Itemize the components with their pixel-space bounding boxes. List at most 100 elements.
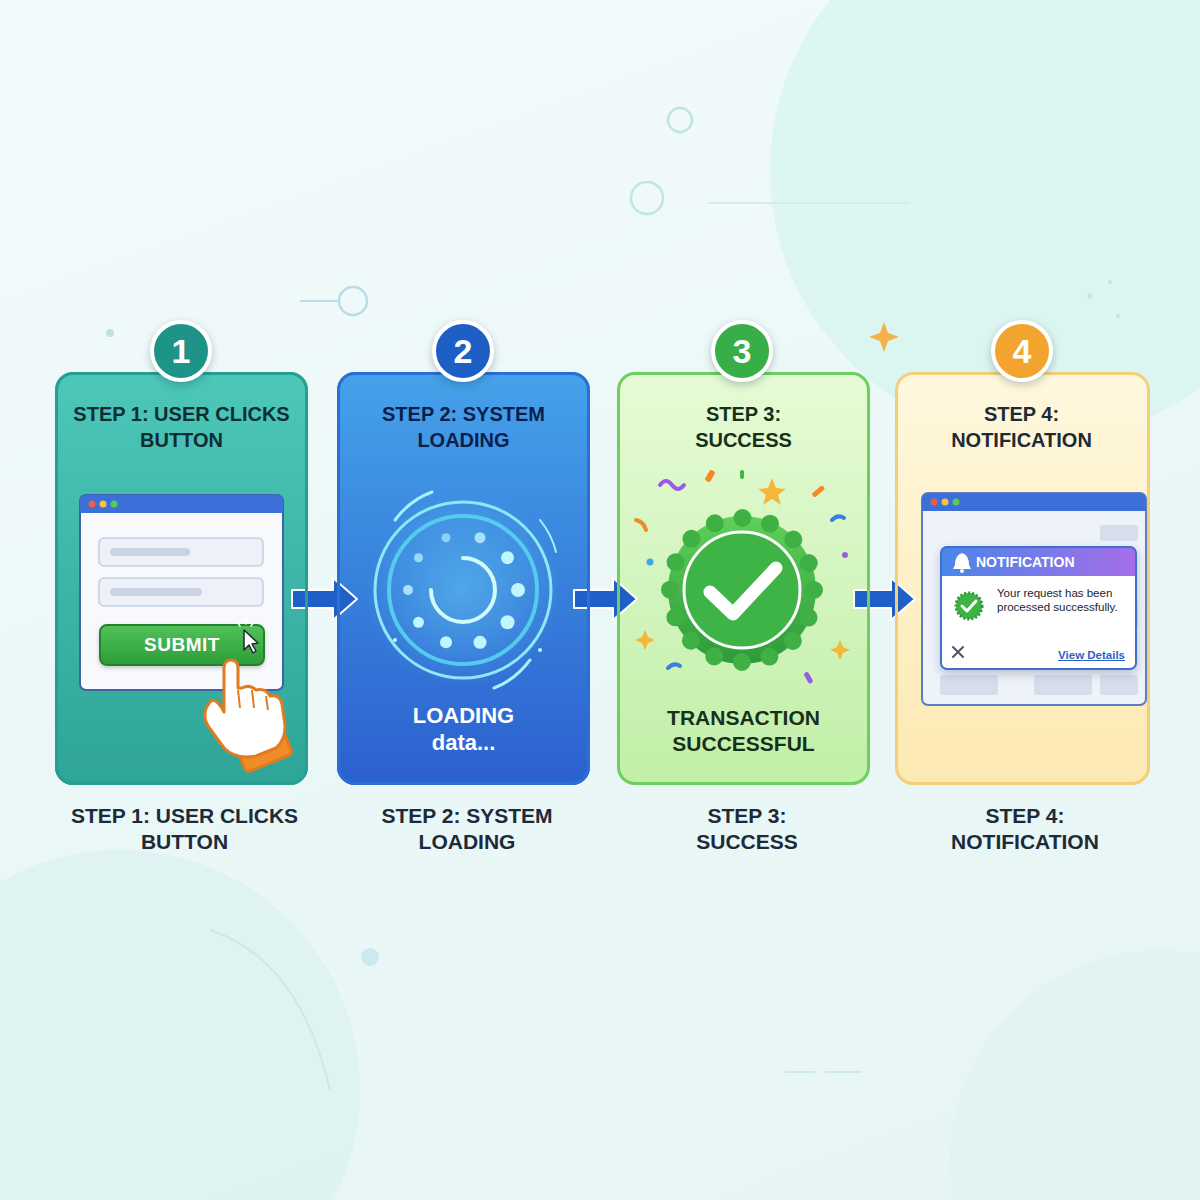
form-window <box>99 578 263 606</box>
check-badge-icon <box>956 593 982 619</box>
notification-window <box>1100 525 1138 541</box>
confetti <box>758 478 786 505</box>
background-decor <box>339 287 367 315</box>
loading-spinner <box>389 516 537 664</box>
loading-spinner <box>365 492 561 688</box>
step-caption: STEP 1: USER CLICKS BUTTON <box>48 803 321 856</box>
notification-popup: NOTIFICATIONYour request has been proces… <box>940 546 1137 670</box>
confetti <box>740 470 744 479</box>
loading-spinner <box>540 520 556 552</box>
form-window <box>80 495 283 690</box>
card-fills <box>55 372 1150 785</box>
background-decor <box>1116 314 1120 318</box>
background-decor <box>210 930 330 1090</box>
submit-button: SUBMIT <box>99 624 265 666</box>
flow-arrow <box>574 578 637 620</box>
background-decor <box>950 950 1200 1200</box>
bell-icon <box>953 553 971 569</box>
confetti <box>636 520 646 530</box>
form-window <box>110 588 202 596</box>
popup-link: View Details <box>1058 649 1125 661</box>
form-window <box>80 495 283 690</box>
confetti <box>635 630 655 650</box>
notification-window <box>931 499 938 506</box>
pointing-hand <box>238 690 268 710</box>
loading-spinner <box>475 532 486 543</box>
form-window <box>100 501 107 508</box>
loading-spinner <box>375 502 551 678</box>
step-number-badge: 4 <box>991 320 1053 382</box>
background-decor <box>1108 280 1112 284</box>
card-fills <box>337 372 590 785</box>
confetti <box>803 671 813 684</box>
step-number: 1 <box>154 324 208 378</box>
step-caption: STEP 3: SUCCESS <box>656 803 838 856</box>
pointing-hand <box>205 660 293 772</box>
step-heading: STEP 1: USER CLICKS BUTTON <box>65 401 298 453</box>
success-seal <box>710 568 776 614</box>
flow-arrow <box>854 578 915 620</box>
confetti <box>660 481 684 489</box>
success-seal <box>668 516 816 664</box>
background-decor <box>361 948 379 966</box>
background-decor <box>0 850 360 1200</box>
confetti <box>635 469 850 684</box>
card-fills <box>617 372 870 785</box>
background-decor <box>708 202 910 204</box>
loading-spinner <box>494 660 530 688</box>
background-decor <box>300 300 338 302</box>
form-window <box>89 501 96 508</box>
step-number-badge: 3 <box>711 320 773 382</box>
pointing-hand <box>205 660 285 757</box>
confetti <box>832 516 844 520</box>
loading-spinner <box>501 615 515 629</box>
loading-spinner <box>403 585 413 595</box>
notification-window <box>1034 675 1092 695</box>
step-card: STEP 1: USER CLICKS BUTTONSTEP 1: USER C… <box>55 372 308 785</box>
confetti <box>842 552 848 558</box>
confetti <box>668 664 680 668</box>
notification-window <box>1100 675 1138 695</box>
notification-window <box>953 499 960 506</box>
confetti <box>830 640 850 660</box>
success-text: TRANSACTION SUCCESSFUL <box>632 705 855 758</box>
step-number-badge: 2 <box>432 320 494 382</box>
form-window <box>99 538 263 566</box>
background-decor <box>668 108 692 132</box>
close-icon <box>953 647 963 657</box>
success-seal <box>670 518 814 662</box>
loading-spinner <box>474 636 487 649</box>
loading-spinner <box>511 583 525 597</box>
loading-spinner <box>395 492 432 520</box>
pointing-hand <box>237 732 292 773</box>
notification-window <box>942 499 949 506</box>
background-decor <box>869 322 899 352</box>
close-icon <box>953 647 963 657</box>
step-heading: STEP 2: SYSTEM LOADING <box>360 401 567 453</box>
success-seal <box>668 516 816 664</box>
loading-spinner <box>393 638 397 642</box>
form-window <box>80 495 283 513</box>
step-number: 4 <box>995 324 1049 378</box>
loading-spinner <box>442 533 451 542</box>
bell-icon <box>960 569 964 573</box>
loading-spinner <box>403 532 525 649</box>
flow-arrow <box>292 578 357 620</box>
notification-window <box>940 675 998 695</box>
background-decor <box>1088 294 1093 299</box>
step-caption: STEP 2: SYSTEM LOADING <box>336 803 598 856</box>
loading-spinner <box>440 636 452 648</box>
mouse-cursor <box>237 619 254 626</box>
loading-spinner <box>431 558 495 622</box>
loading-spinner <box>414 553 423 562</box>
notification-window <box>922 493 1146 705</box>
bell-icon <box>953 553 971 573</box>
confetti <box>647 559 654 566</box>
form-window <box>111 501 118 508</box>
notification-window <box>922 493 1146 705</box>
card-fills <box>55 372 308 785</box>
button-label: SUBMIT <box>101 626 263 664</box>
step-number: 2 <box>436 324 490 378</box>
step-card: STEP 3: SUCCESSTRANSACTION SUCCESSFULSTE… <box>617 372 870 785</box>
